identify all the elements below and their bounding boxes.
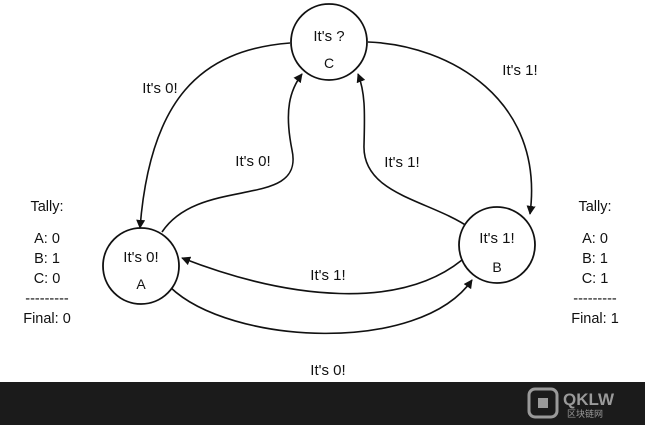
tally-right-gap [558,217,632,229]
tally-right-line-b: B: 1 [582,251,608,267]
tally-panel-left: Tally: A: 0 B: 1 C: 0 --------- Final: 0 [10,197,84,329]
node-a-circle [102,227,180,305]
tally-right-rule: --------- [573,291,617,307]
tally-right-final: Final: 1 [571,311,619,327]
tally-right-heading: Tally: [578,199,612,215]
watermark-logo: QKLW 区块链网 [527,387,615,420]
watermark-logo-subtext: 区块链网 [567,408,603,420]
edge-label-c-to-a: It's 0! [142,80,177,97]
tally-left-line-c: C: 0 [33,271,61,287]
node-c-title: It's ? [313,28,344,45]
tally-left-line-b: B: 1 [34,251,60,267]
node-b-letter: B [492,259,501,275]
tally-left-line-a: A: 0 [34,231,60,247]
tally-panel-right: Tally: A: 0 B: 1 C: 1 --------- Final: 1 [558,197,632,329]
state-diagram: It's ? C It's 0! A It's 1! B It's 0! It'… [102,3,538,379]
edge-b-to-c [356,73,471,229]
node-b: It's 1! B [458,206,536,284]
tally-left-heading: Tally: [30,199,64,215]
node-c: It's ? C [290,3,368,81]
edge-a-to-b [169,279,473,335]
tally-left-rule: --------- [25,291,69,307]
edge-c-to-b [367,41,536,215]
node-a-letter: A [136,276,146,292]
tally-left-final: Final: 0 [23,311,71,327]
edge-a-to-c [161,73,303,233]
node-c-letter: C [324,55,334,71]
edge-label-b-to-c: It's 1! [384,154,419,171]
edge-b-to-a [181,256,463,295]
watermark-logo-text: QKLW [563,390,615,409]
edge-label-b-to-a: It's 1! [310,267,345,284]
footer-bar: QKLW 区块链网 [0,382,645,425]
watermark-badge-notch [538,398,548,408]
tally-right-line-c: C: 1 [581,271,609,287]
watermark-badge-icon [527,387,559,419]
edge-c-to-a [136,42,291,229]
node-b-title: It's 1! [479,230,514,247]
edge-label-a-to-c: It's 0! [235,153,270,170]
node-c-circle [290,3,368,81]
tally-left-gap [10,217,84,229]
edge-label-c-to-b: It's 1! [502,62,537,79]
node-b-circle [458,206,536,284]
edge-label-a-to-b: It's 0! [310,362,345,379]
tally-right-line-a: A: 0 [582,231,608,247]
node-a-title: It's 0! [123,249,158,266]
node-a: It's 0! A [102,227,180,305]
